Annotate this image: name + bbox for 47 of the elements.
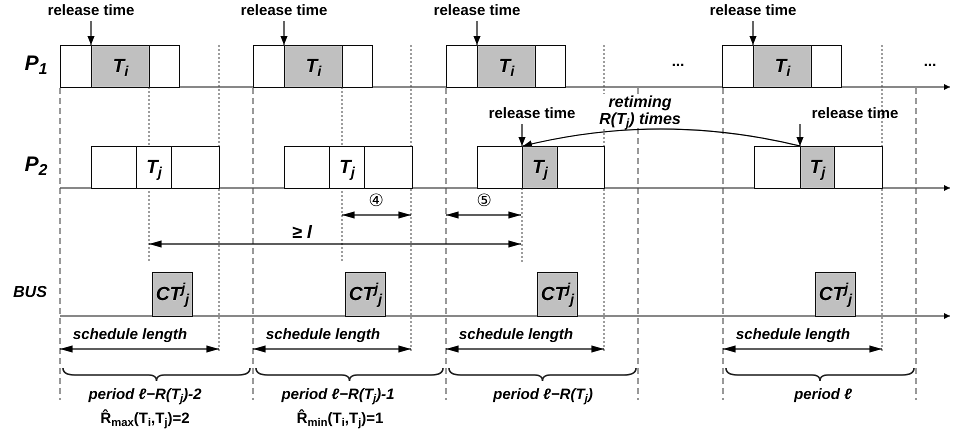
release-time-label: release time [703, 3, 803, 18]
empty-slot-box [811, 45, 842, 88]
callout-number: ④ [368, 193, 384, 210]
release-time-label: release time [427, 3, 527, 18]
task-box: T$_{j}$ [522, 146, 558, 189]
empty-slot-box [535, 45, 566, 88]
ellipsis-text: ... [670, 54, 686, 69]
period-label: period ℓ−R(T$_{j}$)-2 [87, 387, 202, 402]
callout-number: ⑤ [476, 193, 492, 210]
dimension-label: ≥ l [291, 223, 314, 241]
formula-text: R̂$_{max}$(T$_{i}$,T$_{j}$)=2 [99, 411, 191, 426]
task-box: T$_{i}$ [284, 45, 343, 88]
arrow [473, 21, 481, 45]
period-label: period ℓ−R(T$_{j}$)-1 [280, 387, 396, 402]
release-time-label: release time [482, 106, 582, 121]
empty-slot-box [342, 45, 373, 88]
dimension-label: schedule length [458, 327, 574, 342]
task-box: T$_{i}$ [753, 45, 812, 88]
dimension-label: schedule length [264, 327, 382, 342]
task-box: T$_{i}$ [477, 45, 536, 88]
release-time-label: release time [805, 106, 905, 121]
period-label: period ℓ [792, 387, 853, 402]
release-time-label: release time [41, 3, 141, 18]
task-box: T$_{i}$ [91, 45, 150, 88]
arrow [749, 21, 757, 45]
release-time-label: release time [234, 3, 334, 18]
dimension-label: schedule length [72, 327, 188, 342]
task-box: T$_{j}$ [329, 146, 365, 189]
processor-label: P$_{2}$ [24, 154, 48, 175]
dimension-label: schedule length [734, 327, 852, 342]
bus-label: BUS [12, 285, 48, 301]
curved-arrow [522, 128, 800, 148]
arrow [518, 124, 526, 146]
task-box: T$_{j}$ [136, 146, 172, 189]
task-box: T$_{j}$ [800, 146, 835, 189]
ellipsis-text: ... [922, 54, 938, 69]
empty-slot-box [253, 45, 285, 88]
formula-text: R̂$_{min}$(T$_{i}$,T$_{j}$)=1 [296, 411, 384, 426]
period-label: period ℓ−R(T$_{j}$) [492, 387, 594, 402]
empty-slot-box [446, 45, 478, 88]
empty-slot-box [149, 45, 180, 88]
arrow [280, 21, 288, 45]
processor-label: P$_{1}$ [24, 53, 48, 74]
empty-slot-box [722, 45, 754, 88]
arrow [796, 124, 804, 146]
empty-slot-box [60, 45, 92, 88]
arrow [87, 21, 95, 45]
